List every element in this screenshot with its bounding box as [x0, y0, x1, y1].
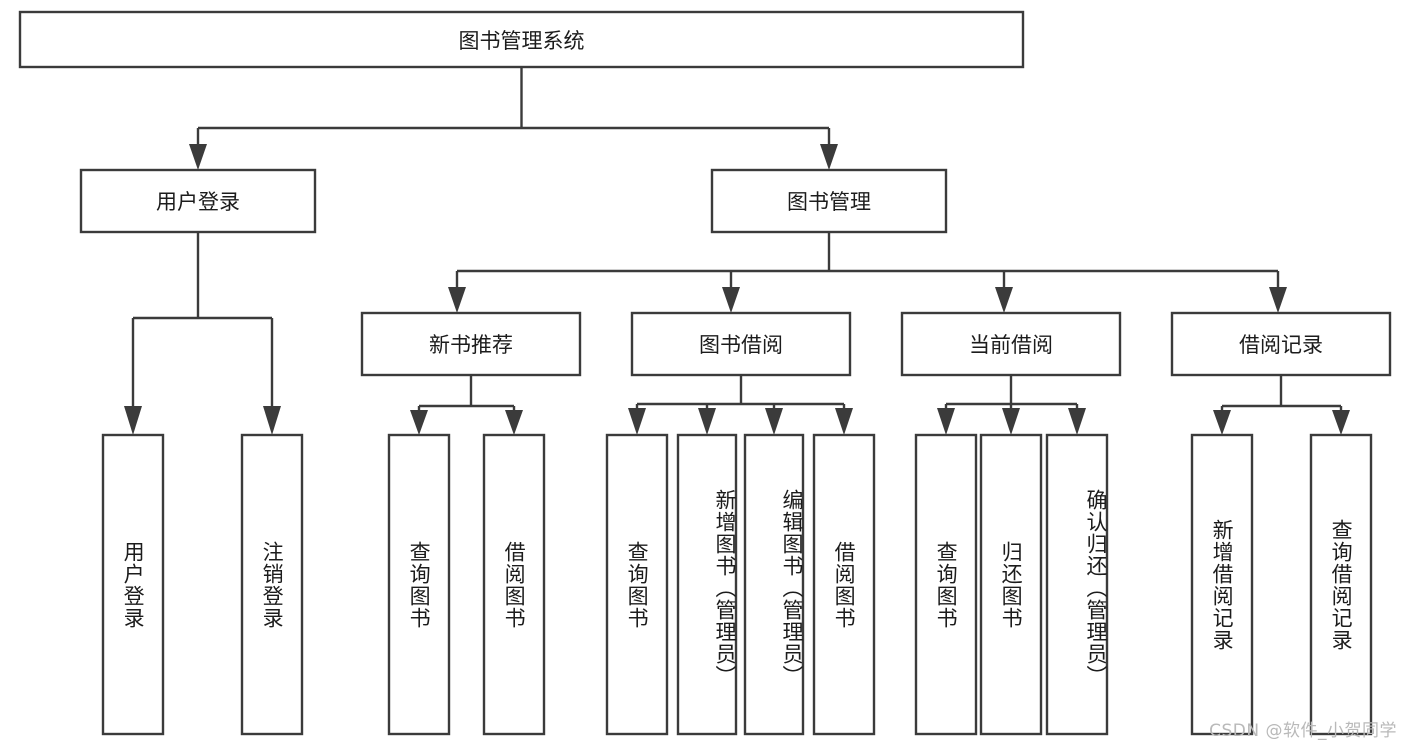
- node-box-new-book-rec[interactable]: [360, 311, 582, 377]
- node-box-leaf-query-book-3[interactable]: [914, 433, 978, 736]
- node-box-leaf-add-record[interactable]: [1190, 433, 1254, 736]
- arrowhead-current-borrow: [995, 287, 1013, 313]
- arrowhead-book-manage: [820, 144, 838, 170]
- arrowhead-leaf-confirm-return: [1068, 408, 1086, 435]
- node-box-leaf-user-login[interactable]: [101, 433, 165, 736]
- arrowhead-leaf-borrow-book-1: [505, 410, 523, 435]
- node-box-leaf-add-book[interactable]: [676, 433, 738, 736]
- connector-group-book-manage: [448, 232, 1287, 313]
- node-box-leaf-confirm-return[interactable]: [1045, 433, 1109, 736]
- arrowhead-user-login: [189, 144, 207, 170]
- connector-group-root: [189, 67, 838, 170]
- node-box-borrow-record[interactable]: [1170, 311, 1392, 377]
- node-box-leaf-return-book[interactable]: [979, 433, 1043, 736]
- arrowhead-leaf-return-book: [1002, 408, 1020, 435]
- node-box-book-borrow[interactable]: [630, 311, 852, 377]
- node-box-leaf-query-book-2[interactable]: [605, 433, 669, 736]
- watermark-text: CSDN @软件_小贺同学: [1209, 721, 1397, 741]
- node-box-leaf-borrow-book-2[interactable]: [812, 433, 876, 736]
- arrowhead-leaf-query-book-1: [410, 410, 428, 435]
- node-box-current-borrow[interactable]: [900, 311, 1122, 377]
- arrowhead-leaf-add-record: [1213, 410, 1231, 435]
- arrowhead-leaf-borrow-book-2: [835, 408, 853, 435]
- arrowhead-leaf-user-login: [124, 406, 142, 435]
- node-box-leaf-edit-book[interactable]: [743, 433, 805, 736]
- arrowhead-leaf-query-record: [1332, 410, 1350, 435]
- connector-group-borrow-record: [1213, 375, 1350, 435]
- connector-group-current-borrow: [937, 375, 1086, 435]
- node-box-leaf-user-logout[interactable]: [240, 433, 304, 736]
- arrowhead-leaf-query-book-3: [937, 408, 955, 435]
- node-box-user-login[interactable]: [79, 168, 317, 234]
- node-box-leaf-query-record[interactable]: [1309, 433, 1373, 736]
- connector-group-user-login: [124, 232, 281, 435]
- connector-group-book-borrow: [628, 375, 853, 435]
- node-box-leaf-borrow-book-1[interactable]: [482, 433, 546, 736]
- node-box-root[interactable]: [18, 10, 1025, 69]
- arrowhead-leaf-query-book-2: [628, 408, 646, 435]
- node-box-leaf-query-book-1[interactable]: [387, 433, 451, 736]
- arrowhead-borrow-record: [1269, 287, 1287, 313]
- arrowhead-book-borrow: [722, 287, 740, 313]
- arrowhead-leaf-add-book: [698, 408, 716, 435]
- arrowhead-new-book-rec: [448, 287, 466, 313]
- arrowhead-leaf-user-logout: [263, 406, 281, 435]
- node-box-book-manage[interactable]: [710, 168, 948, 234]
- arrowhead-leaf-edit-book: [765, 408, 783, 435]
- connector-group-new-book-rec: [410, 375, 523, 435]
